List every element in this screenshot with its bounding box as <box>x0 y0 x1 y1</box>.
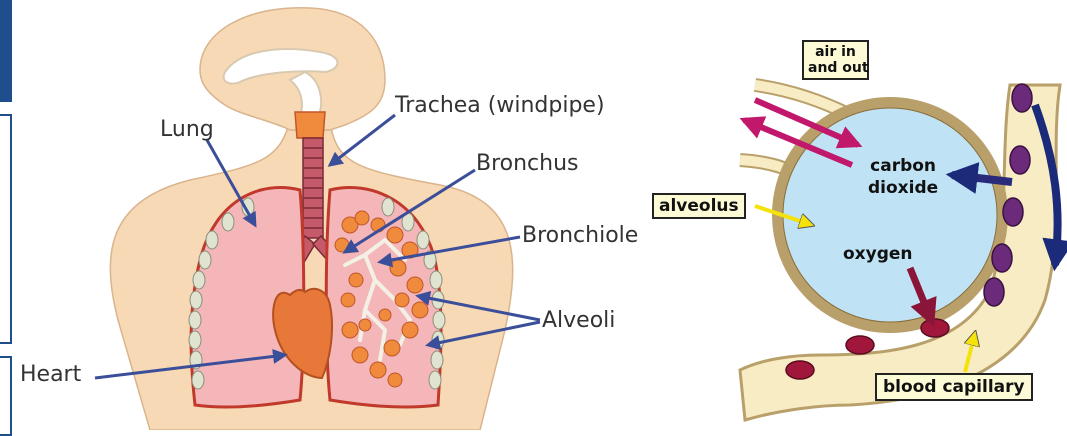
label-carbon-dioxide: carbon dioxide <box>868 155 938 199</box>
label-alveoli: Alveoli <box>542 308 615 333</box>
larynx <box>295 112 325 138</box>
label-bronchiole: Bronchiole <box>522 223 638 248</box>
label-lung: Lung <box>160 117 214 142</box>
label-trachea: Trachea (windpipe) <box>395 93 605 118</box>
label-oxygen: oxygen <box>843 244 913 264</box>
label-alveolus: alveolus <box>652 193 746 219</box>
label-heart: Heart <box>20 362 81 387</box>
label-bronchus: Bronchus <box>476 151 579 176</box>
label-blood-capillary: blood capillary <box>875 373 1033 401</box>
trachea <box>303 138 323 238</box>
label-air-in-out: air in and out <box>802 40 869 80</box>
